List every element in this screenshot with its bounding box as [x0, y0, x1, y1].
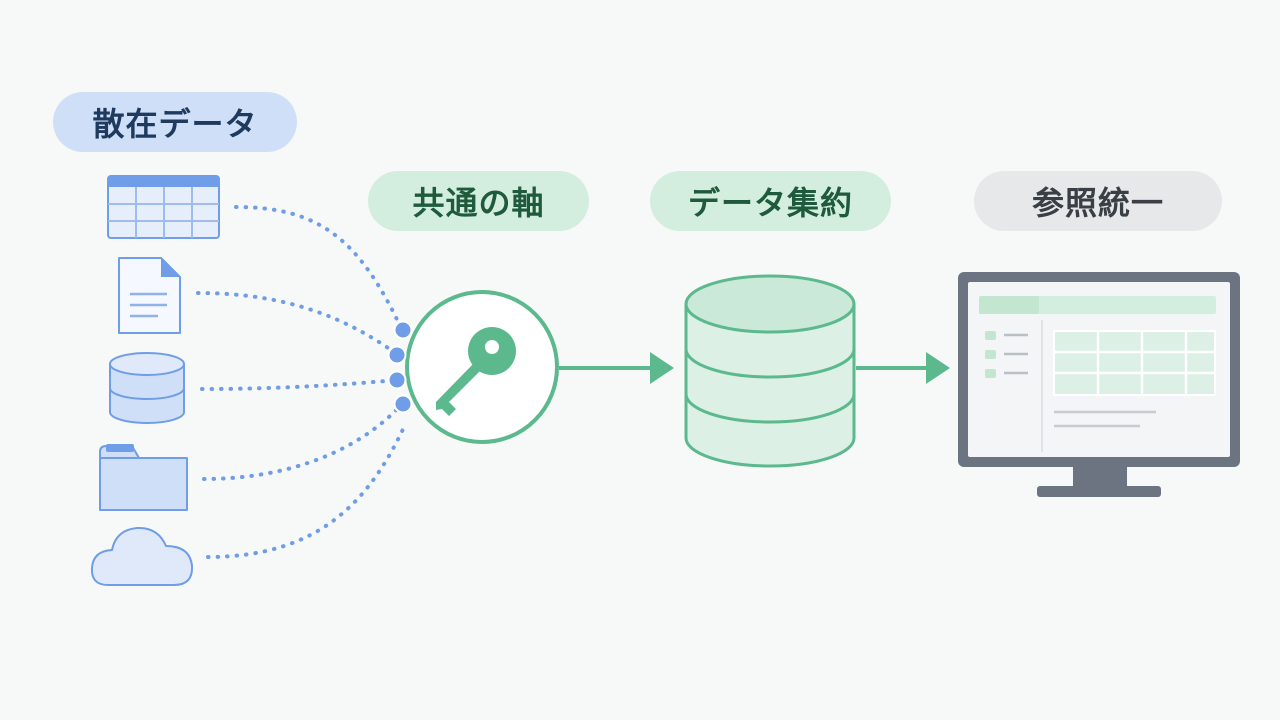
connector-folder: [202, 402, 404, 481]
label-common-axis: 共通の軸: [368, 171, 589, 231]
arrow-to-aggregation: [559, 352, 674, 384]
key-node: [405, 290, 559, 444]
spreadsheet-icon: [107, 175, 220, 239]
connector-spreadsheet: [234, 205, 404, 332]
monitor-table: [1053, 330, 1216, 396]
cloud-icon: [90, 526, 194, 586]
connector-cloud: [206, 423, 407, 559]
connector-document: [196, 291, 400, 357]
arrow-to-reference: [856, 352, 950, 384]
label-data-aggregation: データ集約: [650, 171, 891, 231]
label-scattered-data: 散在データ: [53, 92, 297, 152]
aggregated-database-icon: [684, 274, 856, 468]
database-icon: [109, 352, 185, 424]
dotted-connectors: [196, 205, 407, 559]
connector-database: [200, 378, 400, 391]
monitor-icon: [958, 272, 1240, 497]
label-unified-reference: 参照統一: [974, 171, 1222, 231]
connection-dots: [387, 320, 413, 414]
document-icon: [118, 257, 181, 334]
folder-icon: [99, 444, 188, 511]
